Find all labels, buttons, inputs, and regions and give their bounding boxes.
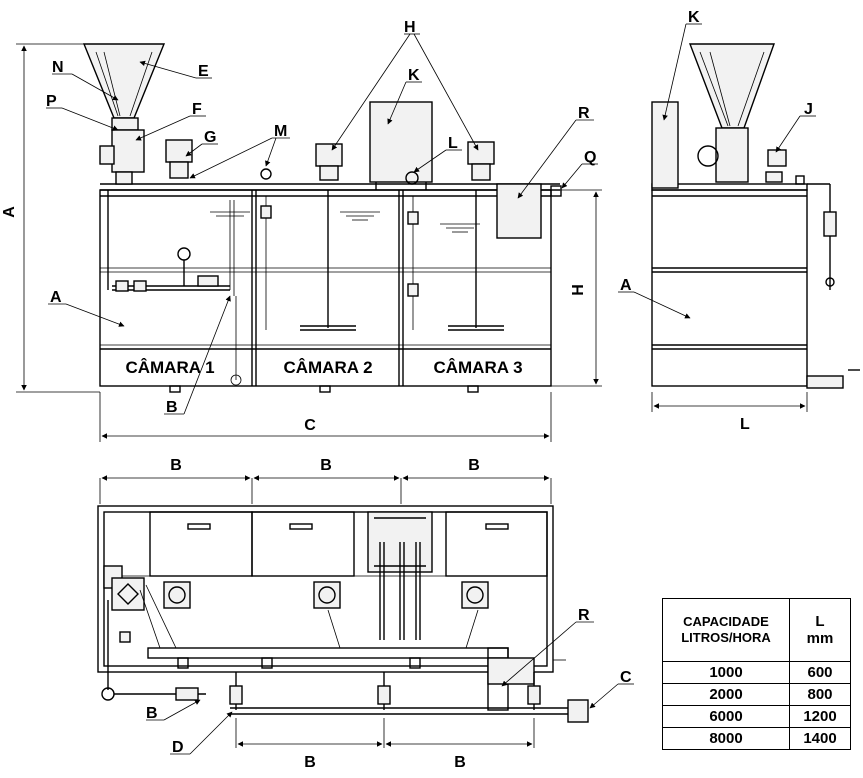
top-view: B B B — [97, 457, 589, 771]
callout-l-side: L — [740, 416, 750, 433]
side-view — [651, 43, 860, 412]
tank-box-k — [369, 101, 433, 183]
callout-c-front: C — [304, 417, 316, 434]
header-capacity: CAPACIDADE LITROS/HORA — [662, 598, 790, 662]
callout-b-bottom-1: B — [304, 754, 316, 771]
callout-d: D — [172, 739, 184, 756]
chamber-label-2: CÂMARA 2 — [283, 358, 372, 377]
chamber-label-3: CÂMARA 3 — [433, 358, 522, 377]
cell-capacity: 2000 — [662, 683, 790, 706]
cell-capacity: 1000 — [662, 661, 790, 684]
tank-body-front — [99, 189, 552, 387]
table-row: 1000 600 — [662, 661, 851, 684]
table-row: 8000 1400 — [662, 727, 851, 750]
callout-b-front: B — [166, 399, 178, 416]
table-header-row: CAPACIDADE LITROS/HORA L mm — [662, 598, 851, 662]
cell-width: 1200 — [789, 705, 851, 728]
overflow-box-r — [496, 183, 542, 239]
cell-capacity: 6000 — [662, 705, 790, 728]
tank-body-top — [97, 505, 554, 673]
callout-n: N — [52, 59, 64, 76]
callout-b-top-1: B — [170, 457, 182, 474]
callout-a-side: A — [620, 277, 632, 294]
callout-b-top-3: B — [468, 457, 480, 474]
callout-h-height: H — [570, 284, 587, 296]
callout-r-front: R — [578, 105, 590, 122]
header-width: L mm — [789, 598, 851, 662]
callout-j: J — [804, 101, 813, 118]
header-capacity-line2: LITROS/HORA — [681, 630, 771, 645]
callout-q: Q — [584, 149, 596, 166]
side-callouts: K J A L — [618, 9, 816, 433]
cell-capacity: 8000 — [662, 727, 790, 750]
tank-body-side — [651, 189, 808, 387]
callout-b-top-2: B — [320, 457, 332, 474]
top-callouts: R C B D — [146, 607, 634, 756]
front-callouts: A H C N E P F G M H K L R Q A B — [1, 19, 598, 434]
callout-l-front: L — [448, 135, 458, 152]
callout-a-front: A — [50, 289, 62, 306]
callout-k-front: K — [408, 67, 420, 84]
callout-b-bottom-2: B — [454, 754, 466, 771]
callout-g: G — [204, 129, 216, 146]
cell-width: 1400 — [789, 727, 851, 750]
callout-p: P — [46, 93, 57, 110]
header-width-line1: L — [815, 613, 825, 630]
callout-f: F — [192, 101, 202, 118]
callout-k-side: K — [688, 9, 700, 26]
capacity-table: CAPACIDADE LITROS/HORA L mm 1000 600 200… — [662, 598, 851, 750]
callout-b-top-left: B — [146, 705, 158, 722]
hopper-front — [82, 43, 166, 119]
front-dimensions — [16, 43, 602, 442]
header-capacity-line1: CAPACIDADE — [683, 614, 769, 629]
chamber-label-1: CÂMARA 1 — [125, 358, 214, 377]
callout-r-top: R — [578, 607, 590, 624]
cell-width: 800 — [789, 683, 851, 706]
table-row: 2000 800 — [662, 683, 851, 706]
callout-a-left: A — [1, 206, 18, 218]
callout-m: M — [274, 123, 287, 140]
callout-c-top: C — [620, 669, 632, 686]
table-row: 6000 1200 — [662, 705, 851, 728]
header-width-line2: mm — [806, 630, 834, 647]
callout-h-motors: H — [404, 19, 416, 36]
callout-e: E — [198, 63, 209, 80]
cell-width: 600 — [789, 661, 851, 684]
front-view: CÂMARA 1 CÂMARA 2 CÂMARA 3 — [82, 43, 562, 393]
